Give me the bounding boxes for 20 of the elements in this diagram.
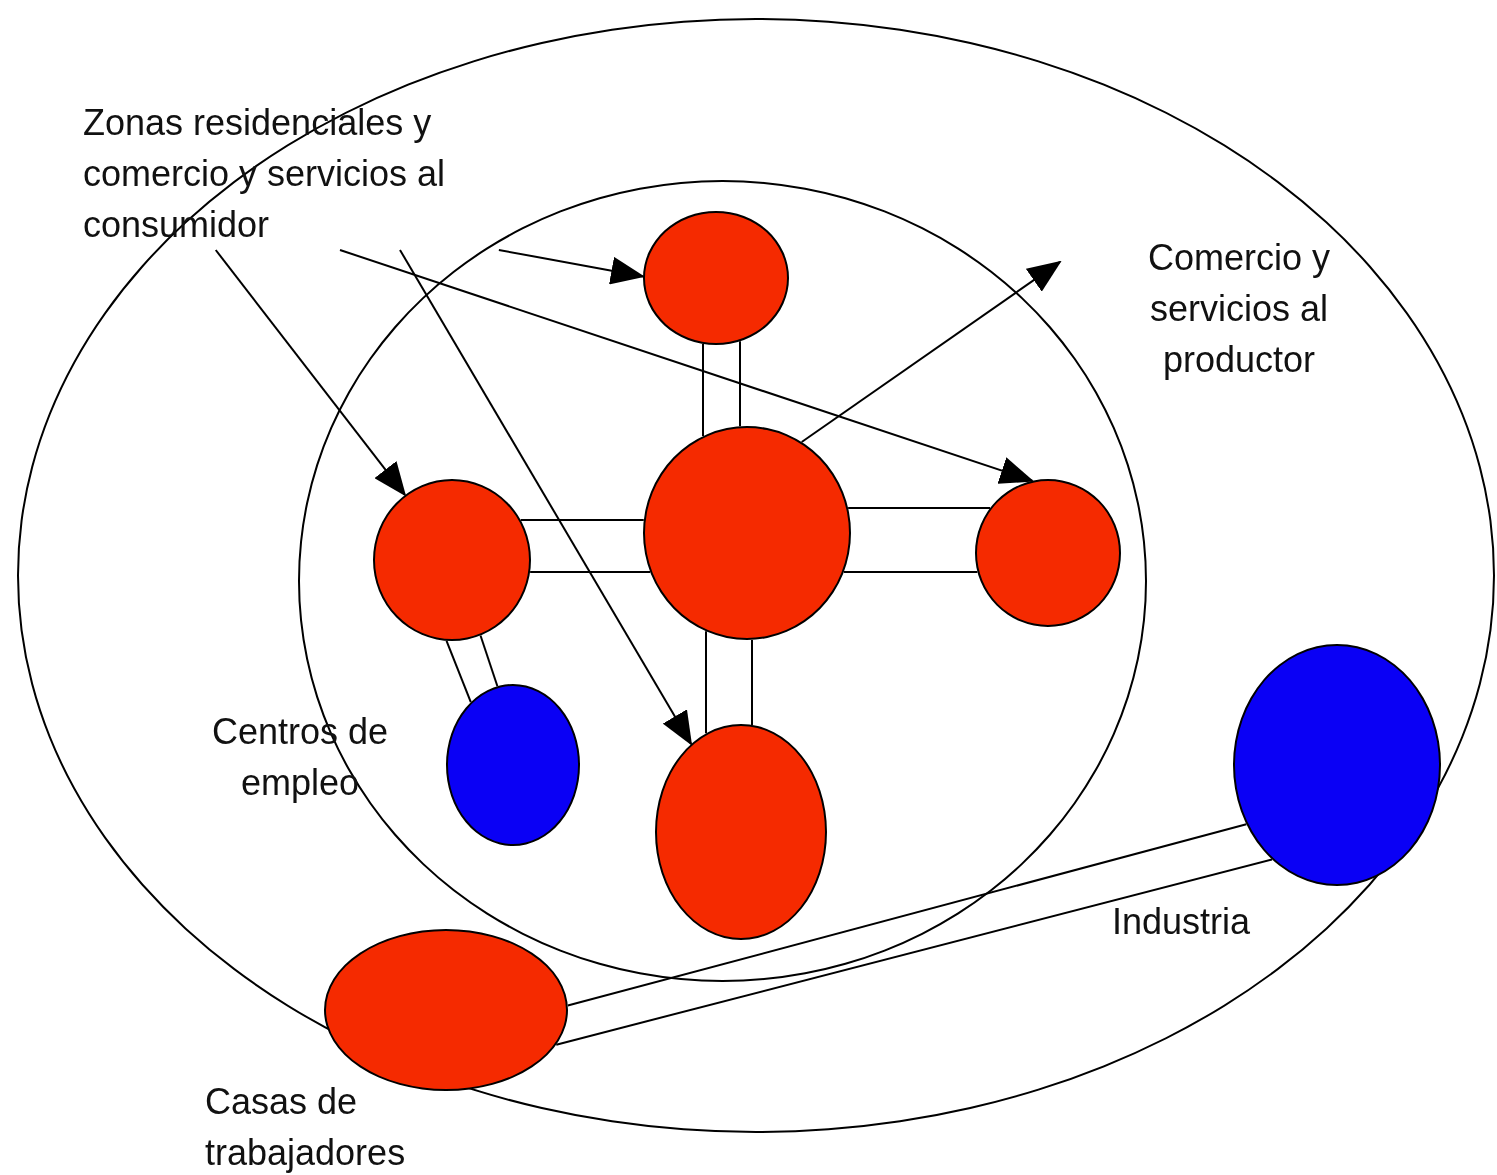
road-line xyxy=(702,342,704,438)
arrow xyxy=(339,249,1035,484)
arrow xyxy=(214,249,407,497)
arrow xyxy=(399,249,693,746)
road-line xyxy=(555,858,1273,1046)
road-line xyxy=(445,639,472,704)
road-line xyxy=(566,823,1248,1007)
arrow xyxy=(497,249,645,285)
area-caption: Casas de trabajadores xyxy=(205,1080,407,1175)
road-line xyxy=(739,340,741,428)
road-line xyxy=(519,519,645,521)
road-line xyxy=(847,507,992,509)
road-line xyxy=(751,638,753,726)
arrow xyxy=(800,260,1062,443)
road-line xyxy=(479,634,499,688)
road-line xyxy=(705,630,707,735)
road-line xyxy=(529,571,652,573)
road-line xyxy=(842,571,979,573)
callout-text: Comercio y servicios al productor xyxy=(1060,232,1350,387)
area-caption: Industria xyxy=(1112,900,1252,944)
